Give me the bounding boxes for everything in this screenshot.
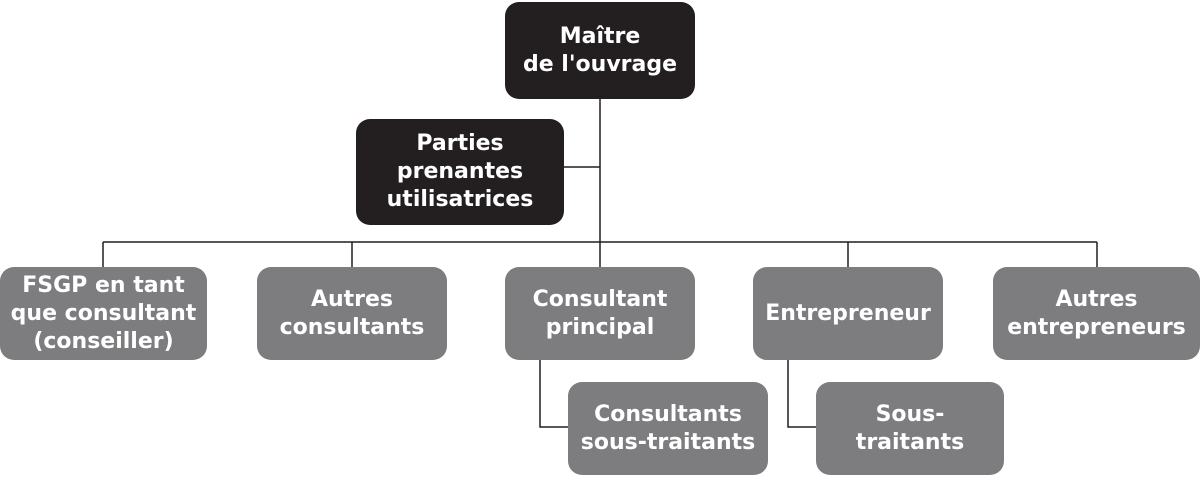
fsgp-consultant-node: FSGP en tant que consultant (conseiller) bbox=[0, 267, 207, 360]
user-stakeholders-node: Parties prenantes utilisatrices bbox=[356, 119, 564, 225]
lead-consultant-node: Consultant principal bbox=[505, 267, 695, 360]
other-consultants-node: Autres consultants bbox=[257, 267, 447, 360]
sub-consultants-link-line bbox=[539, 360, 568, 428]
owner-node: Maître de l'ouvrage bbox=[505, 2, 695, 99]
subcontractors-link-line bbox=[787, 360, 816, 428]
subcontractors-node: Sous- traitants bbox=[816, 382, 1004, 475]
other-contractors-node: Autres entrepreneurs bbox=[993, 267, 1200, 360]
contractor-node: Entrepreneur bbox=[753, 267, 943, 360]
subcontracted-consultants-node: Consultants sous-traitants bbox=[568, 382, 768, 475]
